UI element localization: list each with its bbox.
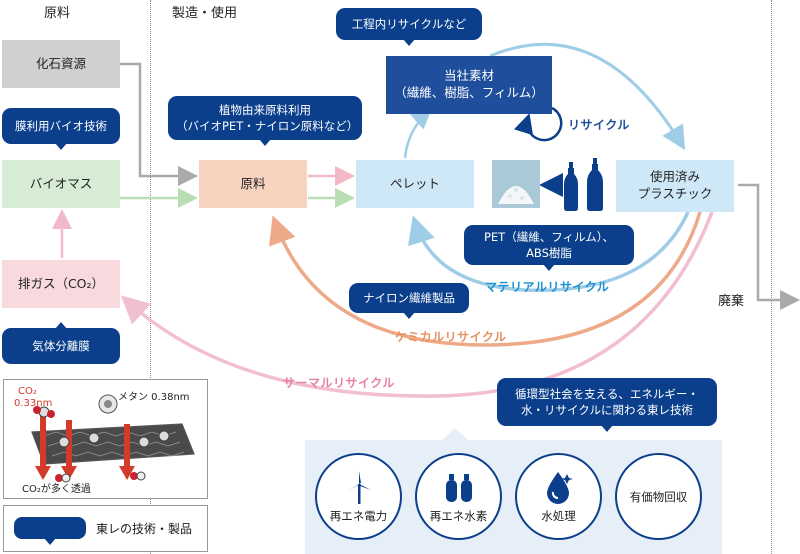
renewable-power-label: 再エネ電力 [329, 508, 388, 523]
pellet-pile-image [492, 160, 540, 208]
used-plastic-line1: 使用済み [649, 169, 700, 185]
legend-label: 東レの技術・製品 [96, 522, 193, 536]
plant-tag-line2: （バイオPET・ナイロン原料など） [176, 119, 359, 133]
membrane-illustration: CO₂ 0.33nm メタン 0.38nm CO₂が多く透過 [3, 379, 208, 499]
own-material-line1: 当社素材 [443, 68, 494, 84]
pellet-pile-icon [498, 186, 534, 204]
fossil-resource-box: 化石資源 [2, 40, 120, 88]
circular-tag-line1: 循環型社会を支える、エネルギー・ [515, 386, 699, 401]
co2-label: CO₂ [18, 386, 37, 397]
section-label-disposal: 廃棄 [718, 294, 745, 309]
inprocess-recycle-tag: 工程内リサイクルなど [336, 8, 482, 46]
plant-tag-line1: 植物由来原料利用 [219, 102, 311, 117]
plant-derived-material-tag: 植物由来原料利用 （バイオPET・ナイロン原料など） [168, 96, 362, 146]
used-plastic-box: 使用済み プラスチック [616, 160, 734, 212]
resource-recovery-item: 有価物回収 [615, 453, 702, 540]
raw-material-box: 原料 [199, 160, 307, 208]
membrane-bio-tech-tag: 膜利用バイオ技術 [2, 108, 120, 150]
water-treatment-label: 水処理 [541, 508, 576, 523]
nylon-fiber-tag: ナイロン繊維製品 [349, 283, 469, 319]
water-treatment-item: 水処理 [515, 453, 602, 540]
own-material-line2: （繊維、樹脂、フィルム） [394, 85, 544, 100]
legend-swatch [14, 517, 86, 545]
section-label-raw: 原料 [44, 6, 71, 21]
wind-turbine-icon [347, 470, 371, 504]
methane-label: メタン 0.38nm [118, 392, 190, 403]
circular-society-tag: 循環型社会を支える、エネルギー・ 水・リサイクルに関わる東レ技術 [497, 378, 717, 432]
renewable-hydrogen-item: 再エネ水素 [415, 453, 502, 540]
circular-tag-line2: 水・リサイクルに関わる東レ技術 [521, 403, 693, 417]
hydrogen-tank-icon [445, 473, 472, 502]
water-drop-icon [546, 471, 573, 504]
membrane-lattice-icon [31, 394, 195, 483]
renewable-power-item: 再エネ電力 [315, 453, 402, 540]
membrane-bio-tech-label: 膜利用バイオ技術 [15, 118, 107, 133]
legend-box: 東レの技術・製品 [3, 505, 208, 552]
chemical-recycle-label: ケミカルリサイクル [395, 330, 507, 344]
co2-permeation-caption: CO₂が多く透過 [22, 484, 91, 495]
gas-separation-membrane-label: 気体分離膜 [32, 338, 90, 353]
biomass-box: バイオマス [2, 160, 120, 208]
pet-abs-tag: PET（繊維、フィルム）、 ABS樹脂 [464, 225, 634, 271]
co2-size-label: 0.33nm [14, 398, 53, 409]
bottle-icon [564, 158, 603, 211]
own-material-box: 当社素材 （繊維、樹脂、フィルム） [386, 56, 552, 114]
material-recycle-label: マテリアルリサイクル [485, 280, 610, 294]
divider-left [150, 0, 151, 554]
exhaust-gas-box: 排ガス（CO₂） [2, 260, 120, 308]
inprocess-recycle-label: 工程内リサイクルなど [351, 16, 467, 31]
recycle-label: リサイクル [568, 118, 630, 132]
renewable-hydrogen-label: 再エネ水素 [429, 508, 488, 523]
divider-right [771, 0, 772, 554]
pellet-box: ペレット [356, 160, 474, 208]
resource-recovery-label: 有価物回収 [629, 489, 688, 504]
circular-tech-panel: 再エネ電力 再エネ水素 水処理 有価物回収 [305, 440, 722, 554]
section-label-manufacturing: 製造・使用 [172, 6, 238, 21]
gas-separation-membrane-tag: 気体分離膜 [2, 322, 120, 364]
used-plastic-line2: プラスチック [637, 186, 713, 201]
pet-tag-line2: ABS樹脂 [526, 246, 572, 260]
thermal-recycle-label: サーマルリサイクル [283, 376, 395, 390]
pet-tag-line1: PET（繊維、フィルム）、 [483, 229, 614, 244]
nylon-fiber-label: ナイロン繊維製品 [363, 290, 455, 305]
